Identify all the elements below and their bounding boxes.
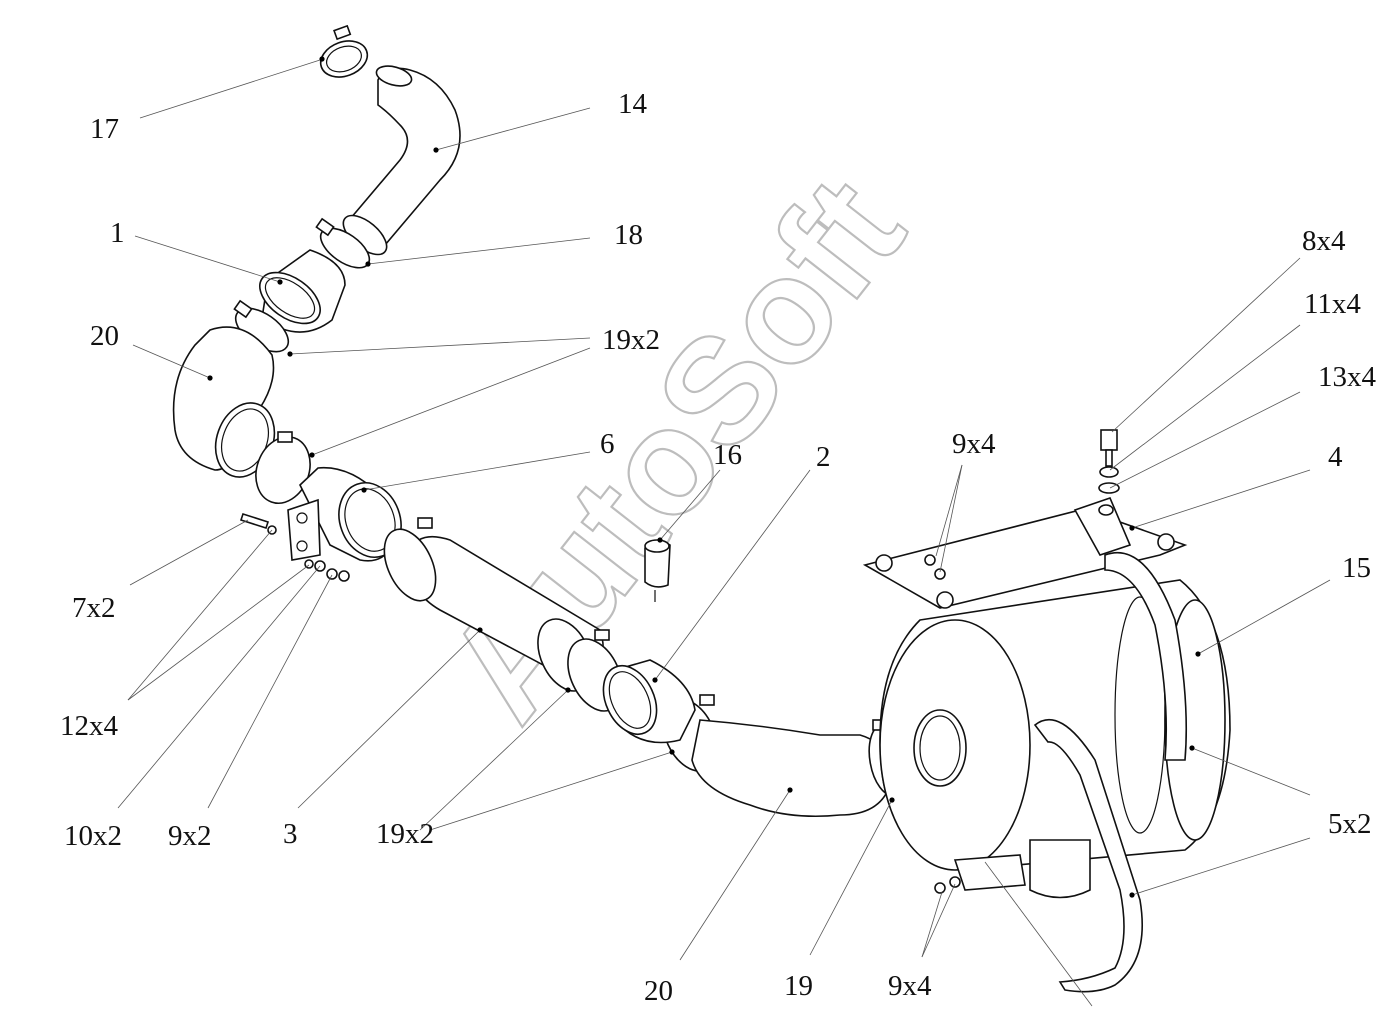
callout-9x4-bottom: 9x4	[888, 970, 932, 1002]
callout-19x2-top: 19x2	[602, 324, 660, 356]
part-3-straight-hose	[383, 517, 605, 692]
part-16-sensor	[644, 539, 671, 602]
callout-20-bottom: 20	[644, 975, 673, 1007]
callout-2: 2	[816, 441, 831, 473]
callout-14: 14	[618, 88, 648, 120]
part-6-sleeve-bracket	[287, 466, 402, 562]
callout-12x4: 12x4	[60, 710, 119, 742]
callout-9x4-top: 9x4	[952, 428, 996, 460]
callout-1: 1	[110, 217, 125, 249]
callout-17: 17	[90, 113, 119, 145]
watermark: AutoSoft	[413, 147, 935, 749]
callout-8x4: 8x4	[1302, 225, 1346, 257]
callout-10x2: 10x2	[64, 820, 122, 852]
part-17-clamp	[319, 24, 369, 78]
callout-5x2: 5x2	[1328, 808, 1372, 840]
callout-20-top: 20	[90, 320, 119, 352]
part-2-coupling	[602, 659, 696, 744]
callout-7x2: 7x2	[72, 592, 116, 624]
callout-11x4: 11x4	[1304, 288, 1361, 320]
callout-13x4: 13x4	[1318, 361, 1377, 393]
leader-lines	[117, 59, 1331, 1007]
callout-3: 3	[283, 818, 298, 850]
part-14-upper-hose	[342, 65, 461, 256]
callout-labels: 17 14 1 18 20 19x2 6 16 2 9x4 8x4 11x4 1…	[60, 88, 1377, 1007]
callout-9x2: 9x2	[168, 820, 212, 852]
air-filter-housing	[862, 429, 1231, 993]
callout-15: 15	[1342, 552, 1371, 584]
callout-18: 18	[614, 219, 643, 251]
callout-4: 4	[1328, 441, 1343, 473]
callout-6: 6	[600, 428, 615, 460]
leader-dots	[207, 56, 1201, 898]
part-20-lower-elbow	[691, 719, 908, 818]
callout-16: 16	[713, 439, 742, 471]
part-1-coupling	[259, 249, 346, 333]
callout-19: 19	[784, 970, 813, 1002]
callout-19x2-bottom: 19x2	[376, 818, 434, 850]
